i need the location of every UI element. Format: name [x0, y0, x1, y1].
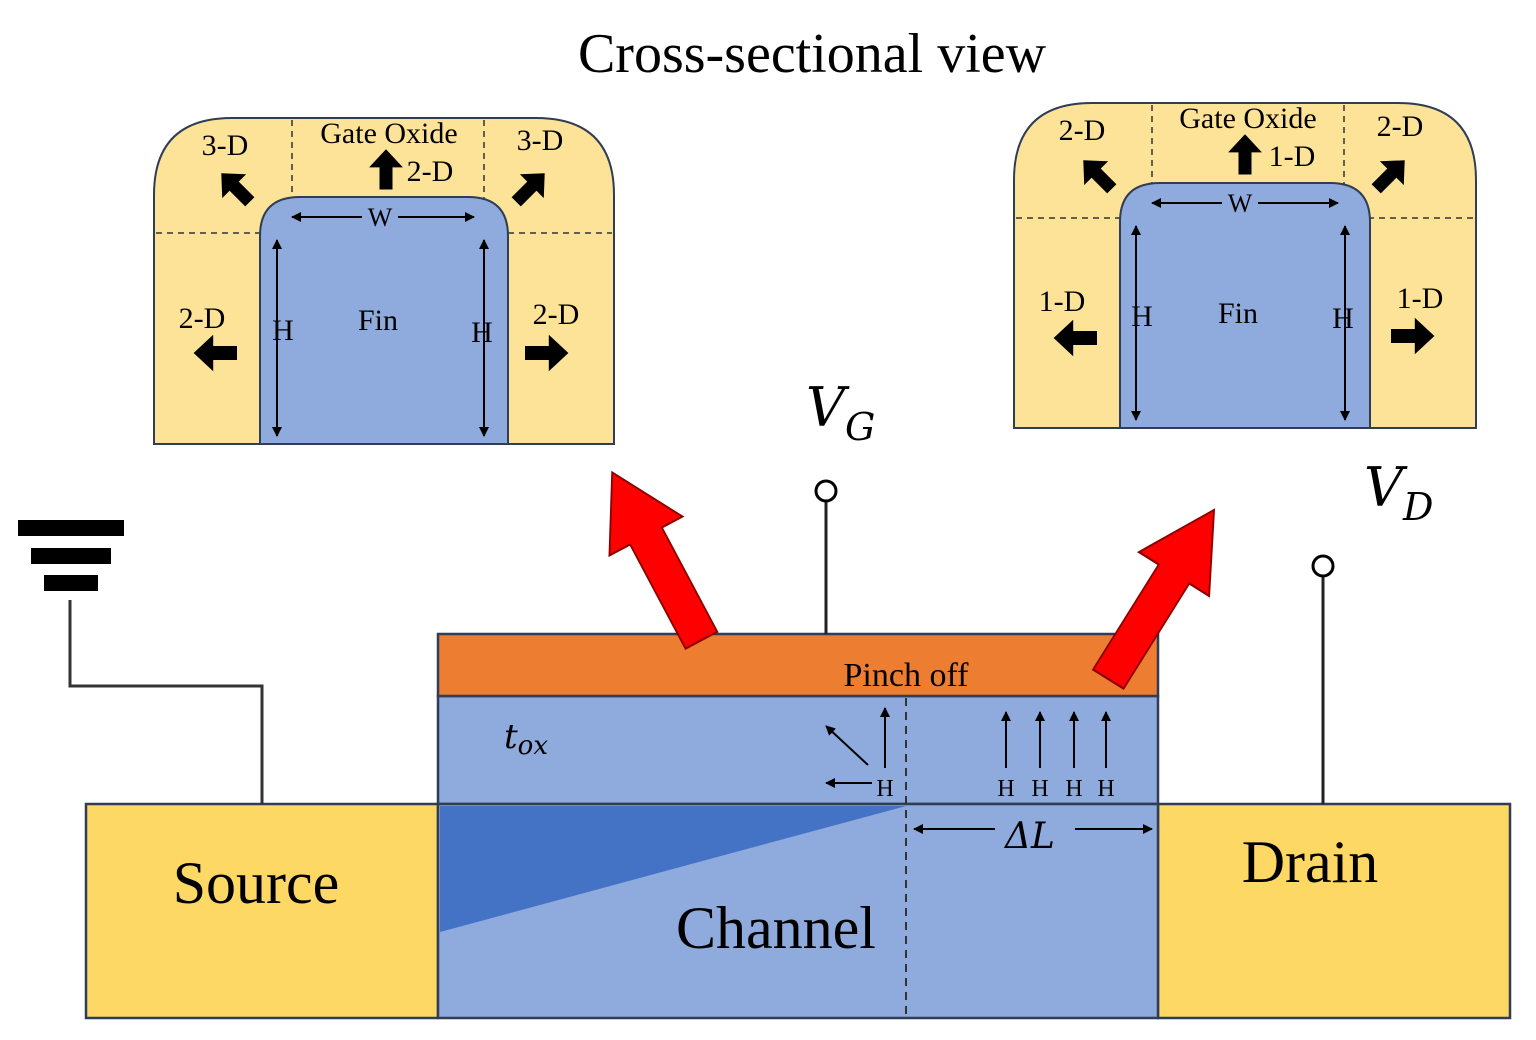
left-height-left-label: H [272, 314, 294, 347]
ground-wire [68, 600, 264, 804]
ground-symbol [31, 548, 111, 564]
h-marker: H [876, 776, 893, 802]
h-marker: H [1097, 776, 1114, 802]
drain-label: Drain [1242, 829, 1379, 895]
left-height-right-label: H [471, 316, 493, 349]
left-top-arrow [369, 149, 403, 190]
right-height-right-label: H [1332, 302, 1354, 335]
left-fin [259, 196, 509, 445]
right-width-label: W [1228, 189, 1253, 218]
left-top-left-arrow [221, 173, 255, 207]
left-side-left-arrow [193, 334, 237, 372]
drain-region [1156, 802, 1512, 1020]
h-marker: H [1065, 776, 1082, 802]
ground-symbol [44, 575, 98, 591]
gate-terminal [814, 479, 838, 503]
delta-l-label: ΔL [1003, 816, 1055, 857]
vg-label: VG [806, 376, 875, 449]
right-side-left-label: 1-D [1039, 285, 1086, 318]
right-top-left-label: 2-D [1059, 114, 1106, 147]
right-gate-oxide-label: Gate Oxide [1179, 102, 1316, 135]
device-cross-section: Source Drain Channel Pinch off tox ΔL H … [18, 376, 1512, 1020]
left-side-right-label: 2-D [533, 298, 580, 331]
right-height-left-label: H [1131, 300, 1153, 333]
left-top-label: 2-D [407, 155, 454, 188]
pinch-off-label: Pinch off [844, 657, 970, 694]
right-red-arrow [1091, 508, 1216, 690]
right-side-right-arrow [1391, 317, 1435, 355]
left-side-left-label: 2-D [179, 302, 226, 335]
left-top-right-label: 3-D [517, 124, 564, 157]
channel-label: Channel [676, 895, 876, 961]
left-top-left-label: 3-D [202, 129, 249, 162]
right-top-label: 1-D [1269, 140, 1316, 173]
left-cross-section: Gate Oxide 2-D 3-D 3-D 2-D 2-D Fin H H W [153, 117, 615, 445]
right-cross-section: Gate Oxide 1-D 2-D 2-D 1-D 1-D Fin H H W [1013, 102, 1477, 429]
right-top-arrow [1228, 134, 1262, 175]
left-fin-label: Fin [358, 304, 398, 337]
left-red-arrow [608, 470, 719, 650]
left-gate-oxide-label: Gate Oxide [320, 117, 457, 150]
ground-symbol [18, 520, 124, 536]
right-top-right-label: 2-D [1377, 110, 1424, 143]
source-label: Source [173, 850, 340, 916]
tox-label: tox [504, 717, 548, 761]
diagram-title: Cross-sectional view [578, 23, 1047, 85]
h-marker: H [1031, 776, 1048, 802]
inversion-layer [440, 806, 906, 932]
right-fin [1119, 182, 1371, 429]
right-top-right-arrow [1371, 160, 1405, 194]
left-side-right-arrow [525, 334, 569, 372]
left-top-right-arrow [511, 173, 545, 207]
drain-terminal [1311, 554, 1335, 578]
right-fin-label: Fin [1218, 297, 1258, 330]
source-region [84, 802, 440, 1020]
gate-electrode [436, 632, 1160, 698]
field-arrow [825, 725, 869, 766]
h-marker: H [997, 776, 1014, 802]
right-top-left-arrow [1083, 160, 1117, 194]
left-width-label: W [368, 203, 393, 232]
vd-label: VD [1364, 456, 1433, 529]
right-side-left-arrow [1053, 319, 1097, 357]
right-side-right-label: 1-D [1397, 282, 1444, 315]
